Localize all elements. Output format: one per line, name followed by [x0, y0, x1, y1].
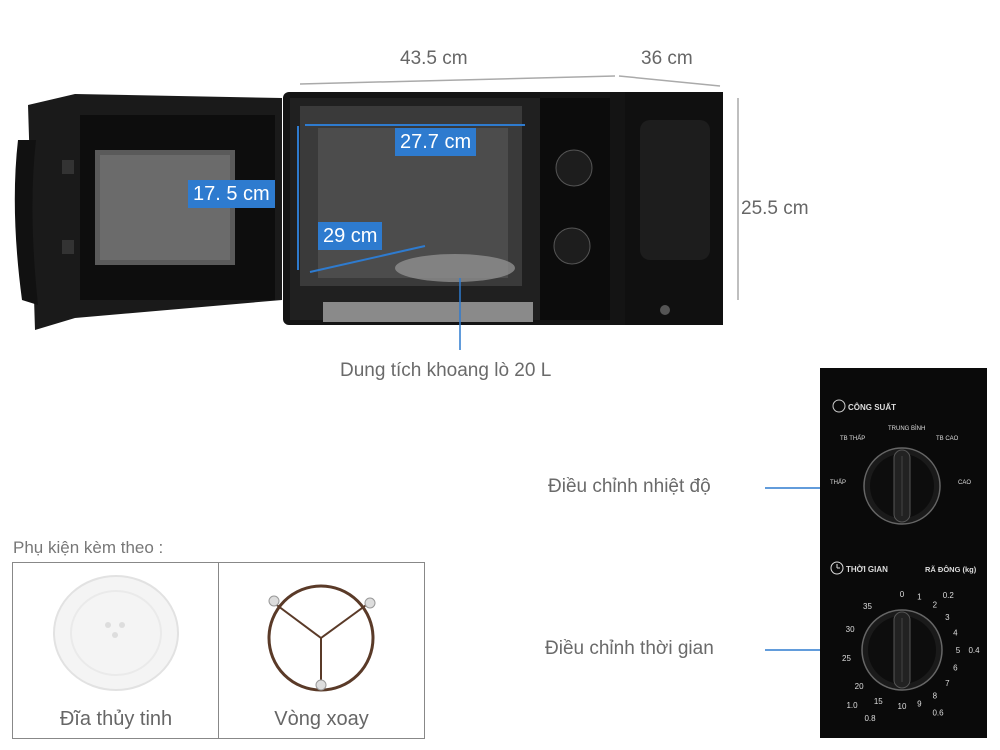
- timer-minute-tick: 7: [945, 679, 950, 688]
- dimension-lines: [299, 75, 739, 300]
- defrost-kg-tick: 1.0: [846, 701, 858, 710]
- timer-minute-tick: 3: [945, 613, 950, 622]
- clock-icon: [830, 561, 844, 575]
- temperature-control-label: Điều chỉnh nhiệt độ: [548, 476, 711, 497]
- microwave-body: [283, 92, 723, 325]
- defrost-kg-tick: 0.6: [932, 708, 944, 717]
- timer-minute-tick: 15: [874, 697, 883, 706]
- inner-width-label: 27.7 cm: [395, 128, 477, 156]
- roller-ring-image: [267, 584, 376, 692]
- timer-minute-tick: 10: [898, 702, 907, 711]
- depth-dimension: 36 cm: [641, 48, 693, 69]
- inner-dimension-lines: [297, 124, 525, 273]
- timer-minute-tick: 20: [855, 682, 864, 691]
- timer-minute-tick: 4: [953, 629, 958, 638]
- accessories-title: Phụ kiện kèm theo :: [13, 538, 164, 557]
- defrost-title: RÃ ĐÔNG (kg): [925, 565, 977, 574]
- timer-minute-tick: 35: [863, 602, 872, 611]
- timer-minute-tick: 5: [956, 646, 961, 655]
- timer-minute-tick: 8: [933, 691, 938, 700]
- capacity-label: Dung tích khoang lò 20 L: [340, 360, 552, 381]
- timer-control-label: Điều chỉnh thời gian: [545, 638, 714, 659]
- power-title: CÔNG SUẤT: [848, 402, 896, 412]
- timer-minute-tick: 1: [917, 593, 922, 602]
- power-level-3: THẤP: [830, 479, 846, 486]
- timer-minute-tick: 25: [842, 654, 851, 663]
- timer-minute-tick: 2: [933, 601, 938, 610]
- timer-minute-tick: 0: [900, 590, 905, 599]
- accessory-glass-plate: Đĩa thủy tinh: [12, 562, 220, 739]
- power-level-0: TB THẤP: [840, 435, 865, 442]
- height-dimension: 25.5 cm: [741, 198, 809, 219]
- defrost-kg-tick: 0.4: [968, 646, 980, 655]
- accessory-label: Đĩa thủy tinh: [59, 708, 173, 730]
- accessory-label: Vòng xoay: [274, 708, 369, 730]
- inner-height-label: 17. 5 cm: [188, 180, 275, 208]
- timer-minute-tick: 9: [917, 699, 922, 708]
- timer-minute-tick: 6: [953, 663, 958, 672]
- timer-knob[interactable]: [861, 609, 943, 691]
- power-icon: [832, 399, 846, 413]
- power-level-1: TRUNG BÌNH: [888, 425, 925, 432]
- power-knob[interactable]: [863, 447, 941, 525]
- inner-depth-label: 29 cm: [318, 222, 383, 250]
- timer-scale: 0 1 234 5 678 9 10 15 20 25 30 35 0.2 0.4 0.6 0.8 1.0: [842, 590, 980, 723]
- glass-plate-image: [53, 575, 179, 691]
- timer-title: THỜI GIAN: [846, 565, 888, 574]
- defrost-kg-tick: 0.8: [864, 714, 876, 723]
- power-level-2: TB CAO: [936, 436, 959, 442]
- accessory-roller-ring: Vòng xoay: [218, 562, 425, 739]
- power-level-4: CAO: [958, 480, 971, 486]
- defrost-kg-tick: 0.2: [943, 591, 955, 600]
- timer-minute-tick: 30: [846, 625, 855, 634]
- control-panel-closeup: CÔNG SUẤT TB THẤP TRUNG BÌNH TB CAO THẤP…: [820, 368, 987, 738]
- microwave-door: [14, 94, 282, 330]
- width-dimension: 43.5 cm: [400, 48, 468, 69]
